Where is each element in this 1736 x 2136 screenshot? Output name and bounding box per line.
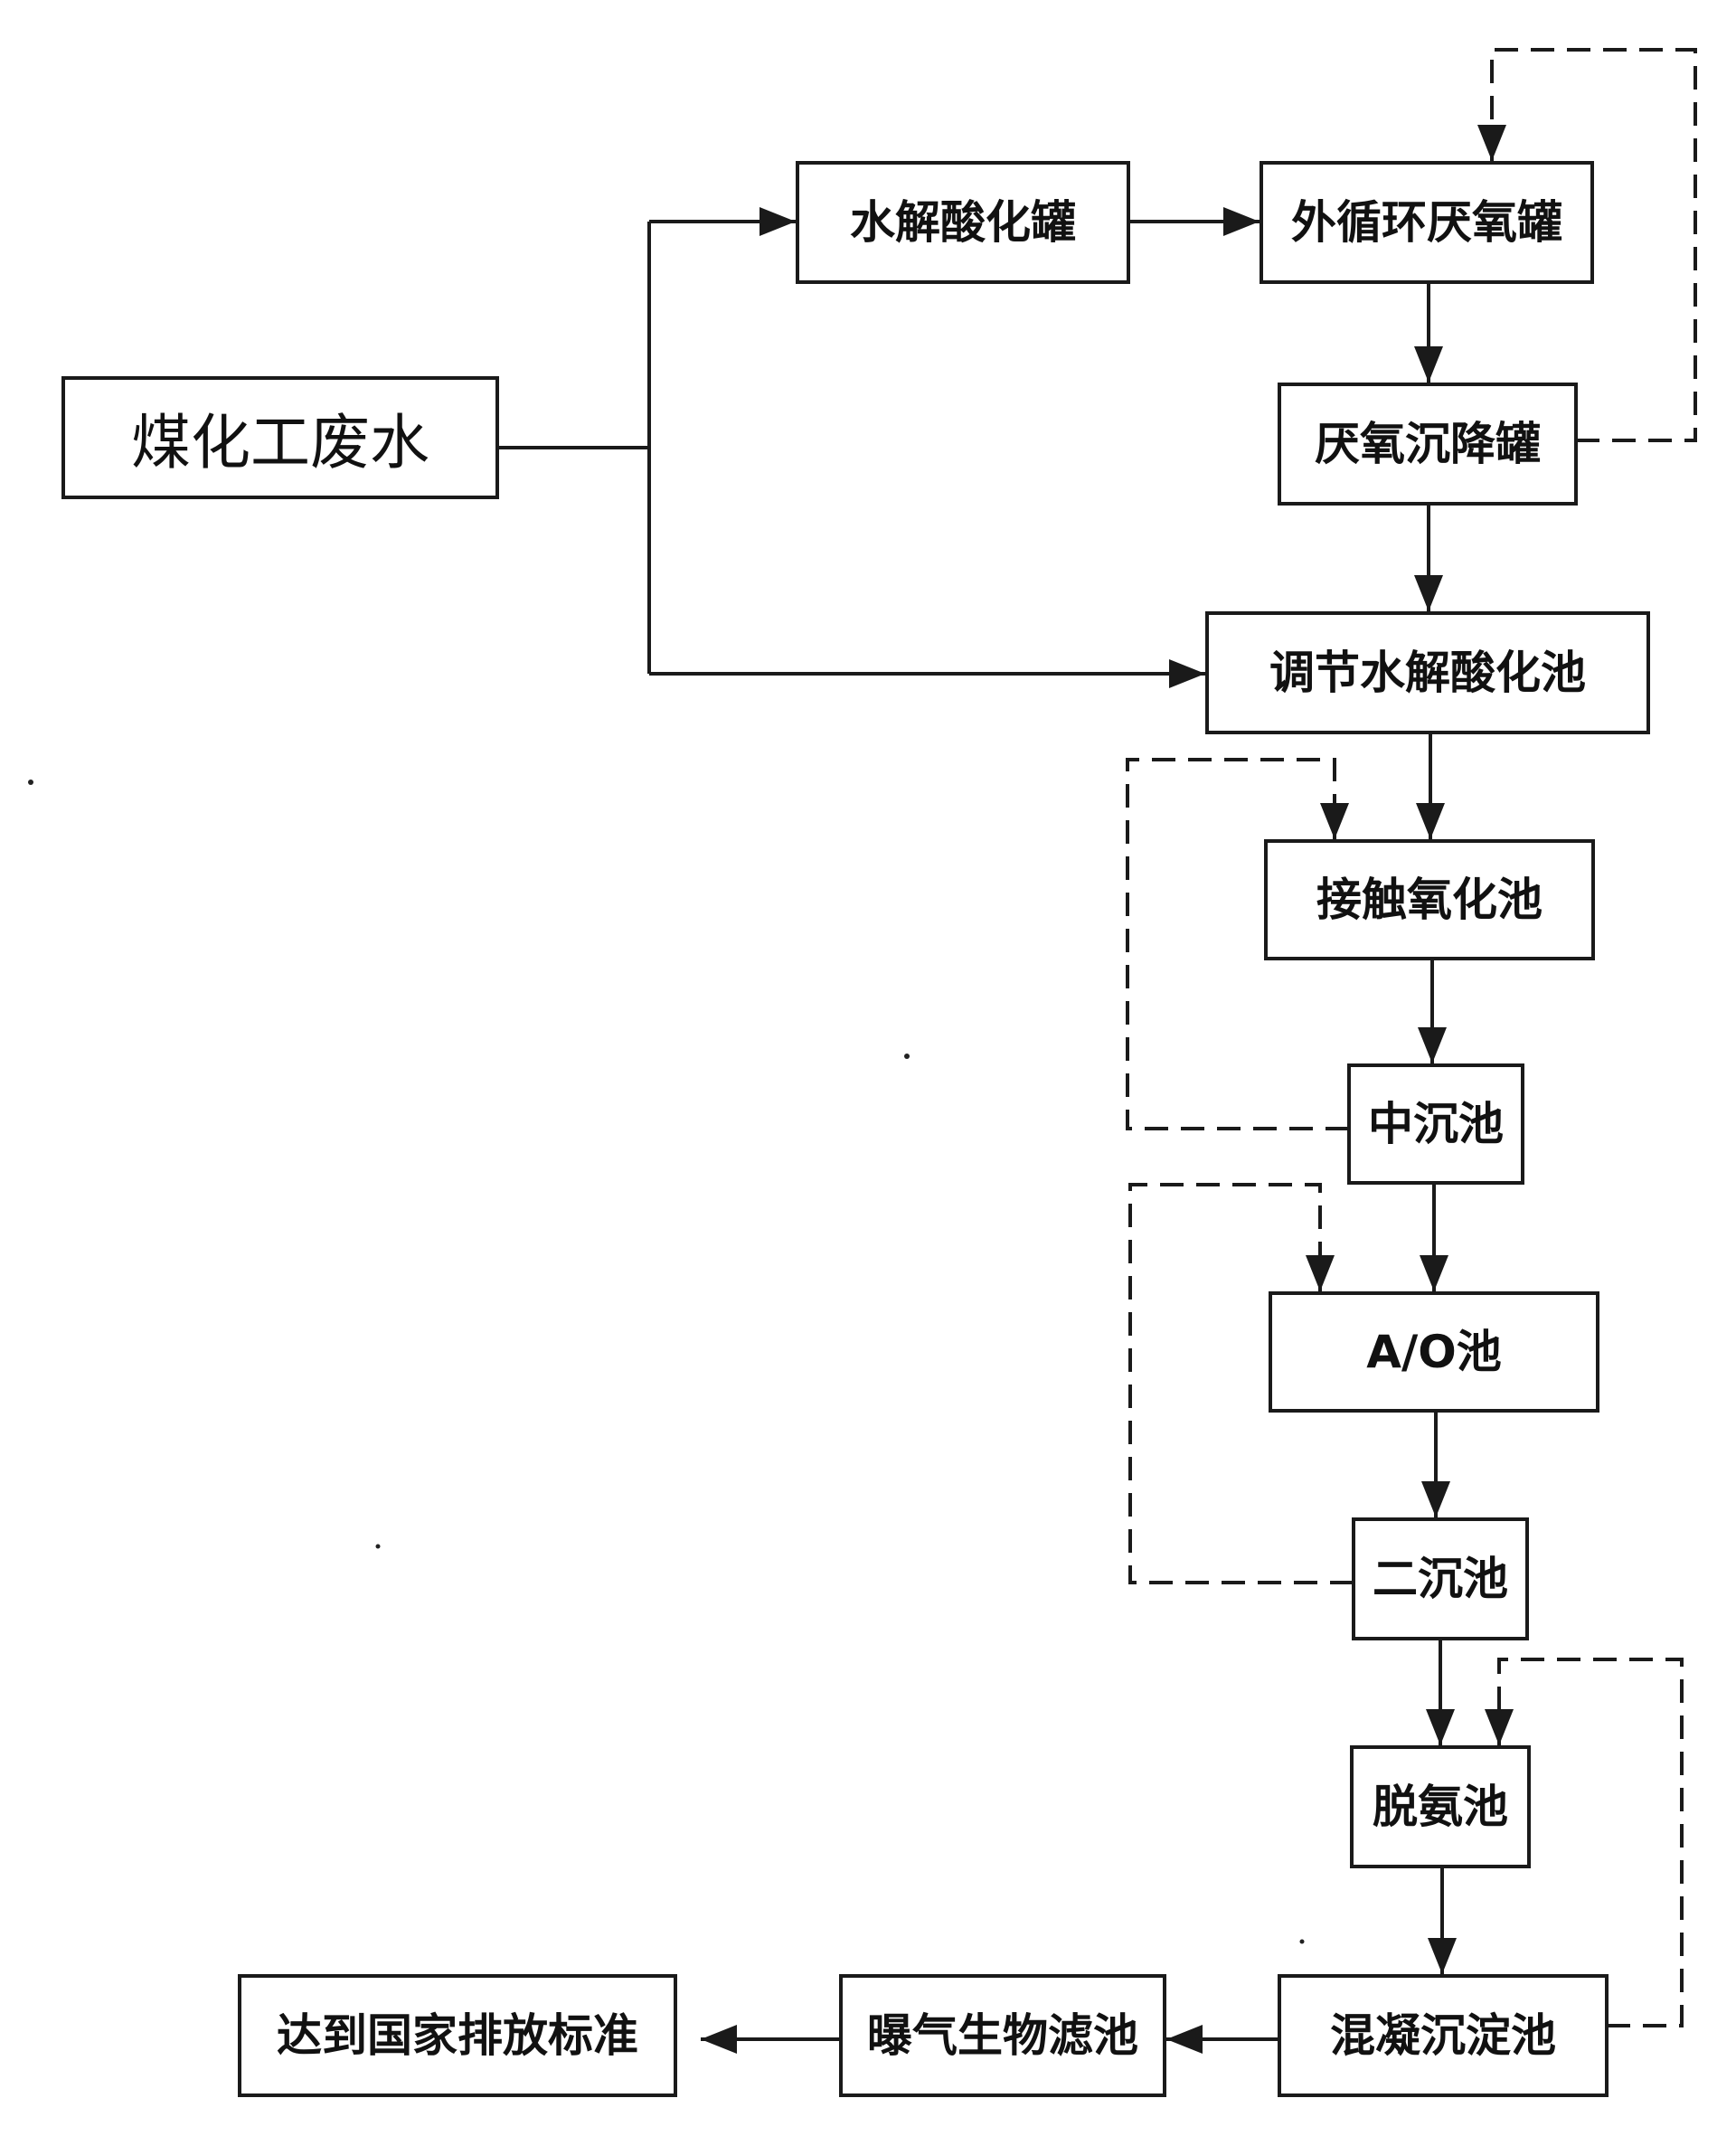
node-coagulation-sedimentation-pool: 混凝沉淀池 [1278, 1974, 1609, 2097]
node-anaerobic-settling-tank: 厌氧沉降罐 [1278, 383, 1578, 506]
node-ao-pool: A/O池 [1269, 1291, 1599, 1413]
scan-speck [1299, 1939, 1305, 1944]
node-hydrolysis-tank-label: 水解酸化罐 [850, 196, 1076, 249]
scan-speck [904, 1054, 910, 1059]
return-line-coagulation-to-denitrification [1497, 1658, 1684, 2027]
node-hydrolysis-tank: 水解酸化罐 [796, 161, 1130, 284]
node-discharge-standard-label: 达到国家排放标准 [277, 2009, 638, 2062]
node-denitrification-pool: 脱氨池 [1350, 1745, 1531, 1868]
node-discharge-standard: 达到国家排放标准 [238, 1974, 677, 2097]
node-intermediate-settling-pool: 中沉池 [1347, 1063, 1524, 1185]
node-contact-oxidation-pool: 接触氧化池 [1264, 839, 1595, 960]
return-line-secondary-to-ao [1128, 1183, 1354, 1584]
node-secondary-settling-pool: 二沉池 [1352, 1517, 1529, 1640]
return-line-settling-to-anaerobic [1490, 48, 1697, 442]
node-aerated-biofilter-label: 曝气生物滤池 [867, 2009, 1138, 2062]
node-external-circulation-anaerobic-tank-label: 外循环厌氧罐 [1291, 196, 1562, 249]
node-intermediate-settling-pool-label: 中沉池 [1368, 1098, 1504, 1150]
node-anaerobic-settling-tank-label: 厌氧沉降罐 [1315, 418, 1541, 470]
scan-speck [375, 1544, 381, 1549]
node-regulating-hydrolysis-pool: 调节水解酸化池 [1205, 611, 1650, 734]
node-external-circulation-anaerobic-tank: 外循环厌氧罐 [1260, 161, 1594, 284]
node-denitrification-pool-label: 脱氨池 [1373, 1781, 1508, 1833]
scan-speck [28, 780, 33, 785]
node-coal-wastewater-label: 煤化工废水 [131, 408, 429, 477]
node-ao-pool-label: A/O池 [1366, 1326, 1501, 1378]
node-aerated-biofilter: 曝气生物滤池 [839, 1974, 1166, 2097]
node-coagulation-sedimentation-pool-label: 混凝沉淀池 [1330, 2009, 1556, 2062]
node-regulating-hydrolysis-pool-label: 调节水解酸化池 [1269, 647, 1586, 699]
node-contact-oxidation-pool-label: 接触氧化池 [1316, 874, 1543, 926]
node-secondary-settling-pool-label: 二沉池 [1373, 1553, 1508, 1605]
return-line-intermediate-to-contact [1126, 758, 1349, 1130]
node-coal-wastewater: 煤化工废水 [61, 376, 499, 499]
